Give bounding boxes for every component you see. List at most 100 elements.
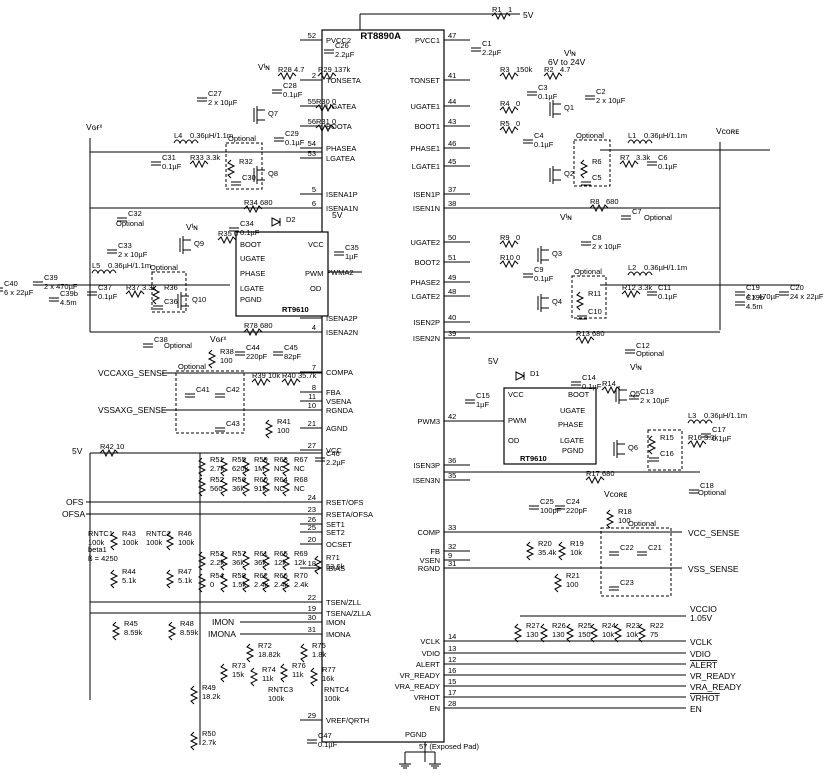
resistor-symbol — [619, 159, 639, 169]
resistor-symbol — [241, 457, 251, 477]
ic-right-pin-name: EN — [430, 704, 440, 713]
capacitor-symbol — [577, 315, 587, 320]
component-value: 3.3k — [142, 283, 156, 292]
ic-right-pin-name: COMP — [418, 528, 441, 537]
component-value: 1µF — [345, 252, 358, 261]
capacitor-symbol — [87, 291, 97, 296]
component-ref: R48 — [180, 619, 194, 628]
component-value: 82pF — [284, 352, 302, 361]
mosfet-symbol — [179, 236, 191, 254]
component-ref: C34 — [240, 219, 254, 228]
main-ic-pgnd-label: PGND — [405, 730, 427, 739]
component-ref: R41 — [277, 417, 291, 426]
component-ref: R38 — [220, 347, 234, 356]
component-ref: C4 — [534, 131, 544, 140]
optional-label-q8: Optional — [228, 134, 256, 143]
component-value: 2 x 10µF — [208, 98, 238, 107]
resistor-symbol — [261, 573, 271, 593]
component-ref: R36 — [164, 283, 178, 292]
component-ref: C39 — [44, 273, 58, 282]
ic-right-pin-name: ALERT — [416, 660, 440, 669]
component-value: 1µF — [476, 400, 489, 409]
ic-right-pin-name: BOOT1 — [415, 122, 440, 131]
component-ref: Q4 — [552, 297, 562, 306]
optional-box-q2 — [573, 139, 611, 187]
ic-left-pin-name: ISENA1N — [326, 204, 358, 213]
capacitor-symbol — [235, 351, 245, 356]
component-ref: R66 — [274, 571, 288, 580]
component-ref: R39 — [252, 371, 266, 380]
resistor-symbol — [281, 573, 291, 593]
component-ref: R65 — [274, 549, 288, 558]
ic-right-pin-name: ISEN1P — [413, 190, 440, 199]
signal-vra-ready: VRA_READY — [690, 682, 742, 692]
ic-right-pin-number: 43 — [448, 117, 456, 126]
component-ref: R10 — [500, 253, 514, 262]
component-value: 18.82k — [258, 650, 281, 659]
main-ic-name: RT8890A — [360, 31, 401, 42]
ic-right-pin-name: UGATE1 — [411, 102, 440, 111]
rail-5v-driver-right: 5V — [488, 356, 499, 366]
component-ref: R57 — [232, 549, 246, 558]
resistor-symbol — [621, 289, 641, 299]
component-value: 2.4k — [274, 580, 288, 589]
component-ref: R72 — [258, 641, 272, 650]
ic-right-pin-number: 35 — [448, 471, 456, 480]
capacitor-symbol — [274, 137, 284, 142]
ic-right-pin-name: VDIO — [422, 649, 441, 658]
component-value: 3.3k — [206, 153, 220, 162]
component-ref: C29 — [285, 129, 299, 138]
ic-right-pin-number: 51 — [448, 253, 456, 262]
driver-left-pin-pwm: PWM — [305, 269, 323, 278]
capacitor-symbol — [689, 489, 699, 494]
driver-right-pin-lgate: LGATE — [560, 436, 584, 445]
capacitor-symbol — [735, 291, 745, 296]
component-value: 2.7k — [210, 464, 224, 473]
ic-right-pin-name: UGATE2 — [411, 238, 440, 247]
resistor-symbol — [219, 663, 229, 683]
ic-left-pin-name: TSENA/ZLLA — [326, 609, 371, 618]
inductor-symbol — [91, 269, 117, 275]
resistor-symbol — [197, 573, 207, 593]
inductor-symbol — [173, 139, 199, 145]
component-ref: R5 — [500, 119, 510, 128]
component-ref: RNTC3 — [268, 685, 293, 694]
component-ref: R9 — [500, 233, 510, 242]
ic-left-pin-name: ISENA2N — [326, 328, 358, 337]
optional-box-comp — [600, 527, 672, 597]
driver-left-pin-pgnd: PGND — [240, 295, 262, 304]
component-ref: RNTC2 — [146, 529, 171, 538]
component-value: 35.4k — [538, 548, 557, 557]
component-ref: R49 — [202, 683, 216, 692]
ic-left-pin-name: SET2 — [326, 528, 345, 537]
component-ref: C22 — [620, 543, 634, 552]
ic-right-pin-number: 40 — [448, 313, 456, 322]
rail-vccio-value: 1.05V — [690, 613, 713, 623]
capacitor-symbol — [117, 217, 127, 222]
component-value: NC — [294, 484, 305, 493]
ic-left-pin-number: 52 — [308, 31, 316, 40]
component-value: 12k — [294, 558, 306, 567]
component-value: 100k — [178, 538, 195, 547]
driver-right-pin-boot: BOOT — [568, 390, 590, 399]
component-value: 11k — [262, 674, 274, 683]
ic-left-pin-name: RGNDA — [326, 406, 353, 415]
component-value: 3.3k — [636, 153, 650, 162]
capacitor-symbol — [647, 161, 657, 166]
component-value: 1 — [508, 5, 512, 14]
capacitor-symbol — [215, 427, 225, 432]
ic-left-pin-name: OCSET — [326, 540, 352, 549]
resistor-symbol — [605, 509, 615, 529]
rail-vin-top: Vᴵɴ — [564, 48, 576, 58]
optional-label-c18: Optional — [698, 488, 726, 497]
driver-left-pin-ugate: UGATE — [240, 254, 265, 263]
component-ref: R25 — [578, 621, 592, 630]
signal-imona: IMONA — [208, 629, 236, 639]
signal-vss-sense: VSS_SENSE — [688, 564, 739, 574]
resistor-symbol — [299, 643, 309, 663]
ic-left-pin-number: 22 — [308, 593, 316, 602]
resistor-symbol — [219, 457, 229, 477]
signal-vccaxg-sense: VCCAXG_SENSE — [98, 368, 168, 378]
signal-en: EN — [690, 704, 702, 714]
